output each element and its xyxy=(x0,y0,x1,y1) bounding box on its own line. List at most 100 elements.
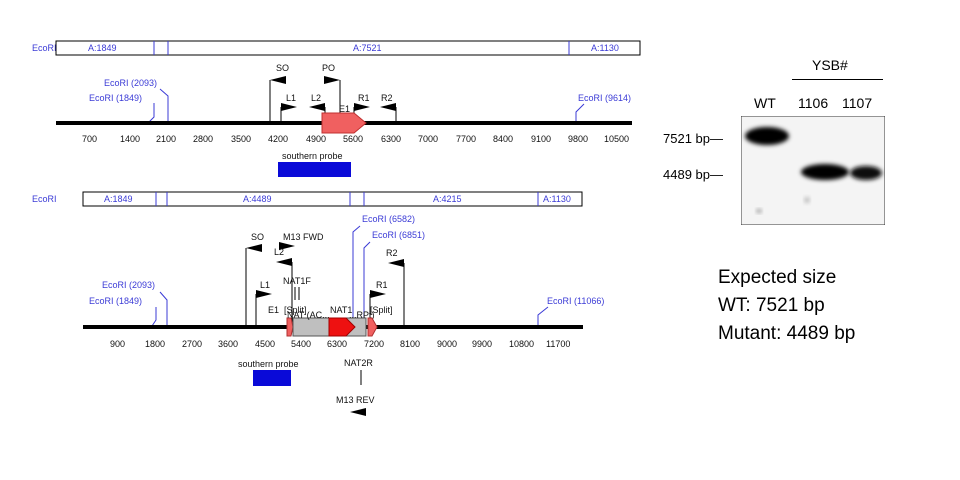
wt-tick: 700 xyxy=(82,134,97,144)
wt-fragment-1: A:1849 xyxy=(88,43,117,53)
mutant-tick: 9900 xyxy=(472,339,492,349)
wt-primer-l1-arrow xyxy=(281,103,297,111)
wt-feature-label: E1 xyxy=(339,104,350,114)
mutant-feature-split-right: [Split] xyxy=(370,305,393,315)
expected-wt: WT: 7521 bp xyxy=(718,295,825,316)
mutant-feature-e1: E1 xyxy=(268,305,279,315)
mutant-primer-nat2r: NAT2R xyxy=(344,358,373,368)
mutant-site-6851: EcoRI (6851) xyxy=(372,230,425,240)
mutant-tick: 9000 xyxy=(437,339,457,349)
marker-4489: 4489 bp— xyxy=(663,167,723,182)
wt-primer-r1: R1 xyxy=(358,93,370,103)
mutant-primer-m13fwd-arrow xyxy=(279,242,295,250)
mutant-feature-rpt: ...RPt) xyxy=(349,310,375,320)
wt-site-2093-marker xyxy=(159,88,169,122)
wt-feature-e1 xyxy=(321,112,367,134)
wt-probe-label: southern probe xyxy=(282,151,343,161)
wt-site-1849: EcoRI (1849) xyxy=(89,93,142,103)
wt-primer-so: SO xyxy=(276,63,289,73)
expected-size-block: Expected size WT: 7521 bp Mutant: 4489 b… xyxy=(718,264,855,348)
mutant-primer-so-arrow xyxy=(246,244,262,252)
wt-tick: 7000 xyxy=(418,134,438,144)
nat1-gene xyxy=(328,317,356,337)
wt-tick: 5600 xyxy=(343,134,363,144)
wt-tick: 2800 xyxy=(193,134,213,144)
mutant-primer-m13rev: M13 REV xyxy=(336,395,375,405)
wt-site-9614-marker xyxy=(575,103,585,122)
mutant-cassette-label: NAT (AC... xyxy=(287,310,330,320)
wt-primer-so-arrow xyxy=(270,76,286,84)
mutant-fragment-1: A:1849 xyxy=(104,194,133,204)
wt-tick: 7700 xyxy=(456,134,476,144)
southern-blot-image xyxy=(741,116,885,225)
mutant-probe-label: southern probe xyxy=(238,359,299,369)
mutant-site-1849-marker xyxy=(151,307,157,327)
wt-site-1849-marker xyxy=(148,103,155,123)
mutant-ticks: 900 1800 2700 3600 4500 5400 6300 7200 8… xyxy=(110,339,570,349)
wt-primer-l1: L1 xyxy=(286,93,296,103)
mutant-primer-l2-arrow xyxy=(276,258,292,266)
mutant-primer-so: SO xyxy=(251,232,264,242)
wt-southern-probe xyxy=(278,162,351,177)
wt-primer-l2: L2 xyxy=(311,93,321,103)
mutant-tick: 1800 xyxy=(145,339,165,349)
wt-tick: 8400 xyxy=(493,134,513,144)
mutant-primer-r2-arrow xyxy=(388,259,404,267)
wt-tick: 9800 xyxy=(568,134,588,144)
mutant-site-6851-marker xyxy=(363,241,371,326)
mutant-primer-l1-arrow xyxy=(256,290,272,298)
wt-fragment-2: A:7521 xyxy=(353,43,382,53)
mutant-primer-r1-arrow xyxy=(370,290,386,298)
mutant-fragment-3: A:4215 xyxy=(433,194,462,204)
mutant-tick: 8100 xyxy=(400,339,420,349)
wt-fragment-3: A:1130 xyxy=(591,43,619,53)
wt-ticks: 700 1400 2100 2800 3500 4200 4900 5600 6… xyxy=(82,134,629,144)
wt-tick: 4200 xyxy=(268,134,288,144)
mutant-tick: 4500 xyxy=(255,339,275,349)
mutant-primer-r1: R1 xyxy=(376,280,388,290)
band-1107-4489 xyxy=(850,166,882,180)
wt-tick: 1400 xyxy=(120,134,140,144)
mutant-site-6582-marker xyxy=(352,225,361,326)
expected-mutant: Mutant: 4489 bp xyxy=(718,323,856,344)
mutant-tick: 2700 xyxy=(182,339,202,349)
mutant-site-6582: EcoRI (6582) xyxy=(362,214,415,224)
lane-label-1107: 1107 xyxy=(842,95,873,111)
mutant-tick: 5400 xyxy=(291,339,311,349)
mutant-site-2093: EcoRI (2093) xyxy=(102,280,155,290)
mutant-primer-l2: L2 xyxy=(274,247,284,257)
mutant-fragment-4: A:1130 xyxy=(543,194,571,204)
wt-primer-r2: R2 xyxy=(381,93,393,103)
mutant-site-1849: EcoRI (1849) xyxy=(89,296,142,306)
mutant-e1-fragment-right xyxy=(367,317,378,337)
wt-map: EcoRI A:1849 A:7521 A:1130 EcoRI (2093) … xyxy=(32,40,641,177)
mutant-primer-m13fwd: M13 FWD xyxy=(283,232,324,242)
wt-primer-po-arrow xyxy=(324,76,340,84)
mutant-primer-nat1f: NAT1F xyxy=(283,276,311,286)
mutant-e1-fragment xyxy=(286,317,294,337)
band-wt-7521 xyxy=(745,127,789,145)
wt-primer-r1-arrow xyxy=(354,103,370,111)
wt-site-9614: EcoRI (9614) xyxy=(578,93,631,103)
mutant-primer-m13rev-arrow xyxy=(350,408,366,416)
mutant-enzyme-label: EcoRI xyxy=(32,194,57,204)
wt-tick: 10500 xyxy=(604,134,629,144)
mutant-feature-split-left: [Split] xyxy=(284,305,307,315)
mutant-tick: 6300 xyxy=(327,339,347,349)
mutant-tick: 900 xyxy=(110,339,125,349)
mutant-site-11066: EcoRI (11066) xyxy=(547,296,604,306)
wt-fragment-bar xyxy=(55,40,641,56)
wt-tick: 2100 xyxy=(156,134,176,144)
lane-label-wt: WT xyxy=(754,95,776,111)
band-1106-4489 xyxy=(801,164,849,180)
lane-label-1106: 1106 xyxy=(798,95,829,111)
wt-primer-r2-arrow xyxy=(380,103,396,111)
wt-tick: 3500 xyxy=(231,134,251,144)
marker-7521: 7521 bp— xyxy=(663,131,723,146)
mutant-primer-l1: L1 xyxy=(260,280,270,290)
gel-header: YSB# xyxy=(812,57,848,73)
mutant-tick: 10800 xyxy=(509,339,534,349)
wt-tick: 6300 xyxy=(381,134,401,144)
mutant-tick: 11700 xyxy=(546,339,570,349)
